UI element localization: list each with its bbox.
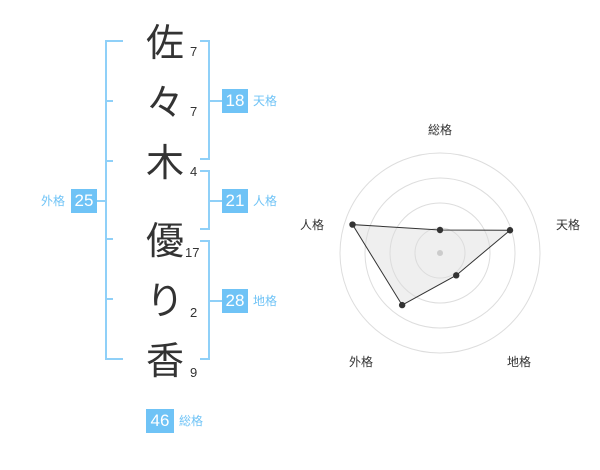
- radar-point-5: [349, 221, 356, 228]
- soukaku-label: 総格: [179, 414, 204, 428]
- name-char-5: り: [145, 279, 184, 323]
- radar-axis-label-4: 外格: [349, 355, 374, 369]
- stroke-count-5: 2: [190, 305, 198, 320]
- name-char-2: 々: [145, 81, 184, 125]
- radar-grid-ring-2: [389, 202, 491, 304]
- radar-axis-label-3: 地格: [507, 355, 532, 369]
- name-char-6: 香: [145, 339, 184, 383]
- stroke-count-3: 4: [190, 164, 198, 179]
- stroke-count-2: 7: [190, 104, 198, 119]
- radar-point-3: [453, 272, 460, 279]
- radar-point-2: [506, 227, 514, 234]
- radar-grid-ring-3: [364, 177, 516, 329]
- tenkaku-label: 天格: [253, 94, 278, 108]
- radar-series-polygon: [351, 224, 512, 306]
- stroke-count-4: 17: [185, 245, 200, 260]
- gaikaku-label: 外格: [41, 194, 66, 208]
- chikaku-label: 地格: [253, 294, 278, 308]
- radar-point-1: [436, 226, 444, 234]
- stroke-count-6: 9: [190, 365, 198, 380]
- radar-chart: [339, 152, 541, 354]
- jinkaku-label: 人格: [253, 194, 278, 208]
- name-char-1: 佐: [145, 21, 184, 65]
- tenkaku-value-badge: 18: [222, 89, 248, 113]
- jinkaku-value-badge: 21: [222, 189, 248, 213]
- radar-center-dot: [437, 250, 443, 256]
- radar-axis-label-5: 人格: [300, 218, 325, 232]
- radar-axis-label-1: 総格: [428, 123, 453, 137]
- gaikaku-value-badge: 25: [71, 189, 97, 213]
- soukaku-value-badge: 46: [146, 409, 174, 433]
- radar-grid-ring-4: [339, 152, 541, 354]
- chikaku-value-badge: 28: [222, 289, 248, 313]
- radar-axis-label-2: 天格: [556, 218, 581, 232]
- stroke-count-1: 7: [190, 44, 198, 59]
- radar-point-4: [398, 301, 406, 309]
- name-char-4: 優: [145, 219, 184, 263]
- name-char-3: 木: [145, 141, 184, 185]
